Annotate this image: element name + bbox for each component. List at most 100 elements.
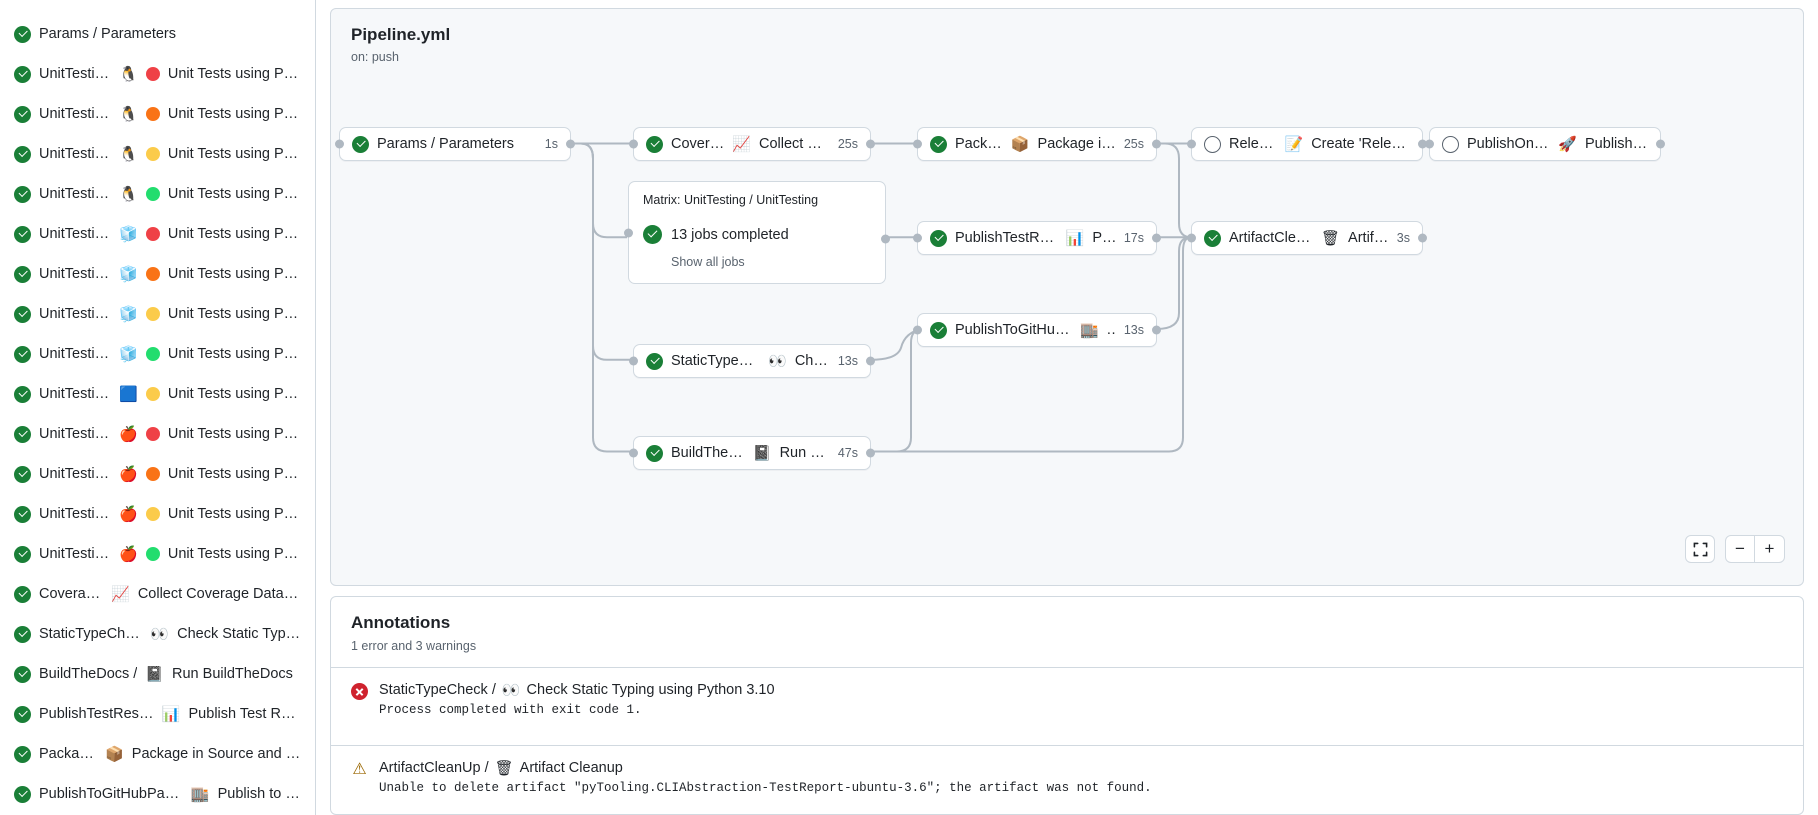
node-input-port — [629, 140, 638, 149]
sidebar-item[interactable]: BuildTheDocs / 📓Run BuildTheDocs — [4, 654, 311, 694]
annotations-panel: Annotations 1 error and 3 warnings Stati… — [330, 596, 1804, 815]
annotations-header: Annotations 1 error and 3 warnings — [331, 597, 1803, 653]
sidebar-item[interactable]: UnitTesting / 🧊Unit Tests using Pyth... — [4, 294, 311, 334]
sidebar-item[interactable]: UnitTesting / 🐧Unit Tests using Pyth... — [4, 174, 311, 214]
sidebar-item[interactable]: UnitTesting / 🐧Unit Tests using Pyth... — [4, 54, 311, 94]
fit-to-screen-button[interactable] — [1685, 535, 1715, 563]
graph-node-publishonpypi[interactable]: PublishOnPyPI / 🚀Publish to ... — [1429, 127, 1661, 161]
graph-canvas: Params / Parameters1sCoverage / 📈Collect… — [331, 9, 1803, 585]
os-icon: 🧊 — [119, 267, 138, 282]
node-output-port — [1152, 140, 1161, 149]
python-version-dot-icon — [146, 467, 160, 481]
sidebar-item[interactable]: StaticTypeCheck / 👀Check Static Typing..… — [4, 614, 311, 654]
python-version-dot-icon — [146, 187, 160, 201]
node-step-label: Artifac... — [1348, 230, 1389, 246]
graph-node-publishtestresults[interactable]: PublishTestResults / 📊Pu...17s — [917, 221, 1157, 255]
success-check-icon — [14, 466, 31, 483]
sidebar-item-label: UnitTesting / — [39, 506, 111, 522]
sidebar-item[interactable]: UnitTesting / 🧊Unit Tests using Pyth... — [4, 214, 311, 254]
success-check-icon — [14, 26, 31, 43]
sidebar-item[interactable]: UnitTesting / 🐧Unit Tests using Pyth... — [4, 94, 311, 134]
node-step-icon: 📈 — [732, 137, 751, 152]
graph-node-coverage[interactable]: Coverage / 📈Collect Cove...25s — [633, 127, 871, 161]
matrix-output-port — [881, 235, 890, 244]
python-version-dot-icon — [146, 147, 160, 161]
node-step-label: Pu... — [1092, 230, 1115, 246]
matrix-jobs-row[interactable]: 13 jobs completed — [643, 225, 871, 244]
node-duration: 1s — [545, 137, 558, 151]
graph-node-artifactcleanup[interactable]: ArtifactCleanUp / 🗑Artifac...3s — [1191, 221, 1423, 255]
success-check-icon — [14, 426, 31, 443]
success-check-icon — [14, 186, 31, 203]
matrix-jobs-completed: 13 jobs completed — [671, 227, 789, 243]
sidebar-item-label: UnitTesting / — [39, 306, 111, 322]
sidebar-item-step: Unit Tests using Pyth... — [168, 346, 301, 362]
node-step-icon: 📝 — [1285, 137, 1304, 152]
graph-node-statictypecheck[interactable]: StaticTypeCheck / 👀Chec...13s — [633, 344, 871, 378]
sidebar-item[interactable]: PublishTestResults / 📊Publish Test Resu.… — [4, 694, 311, 734]
sidebar-item[interactable]: UnitTesting / 🍎Unit Tests using Pyth... — [4, 454, 311, 494]
warning-triangle-glyph: ⚠ — [351, 761, 368, 778]
node-input-port — [335, 140, 344, 149]
zoom-out-button[interactable]: − — [1726, 536, 1755, 562]
graph-node-buildthedocs[interactable]: BuildTheDocs / 📓Run Buil...47s — [633, 436, 871, 470]
success-check-icon — [14, 346, 31, 363]
error-icon — [351, 683, 368, 700]
annotation-message: Process completed with exit code 1. — [379, 703, 775, 717]
node-step-label: Collect Cove... — [759, 136, 830, 152]
success-check-icon — [14, 226, 31, 243]
sidebar-item[interactable]: UnitTesting / 🍎Unit Tests using Pyth... — [4, 414, 311, 454]
node-job-label: BuildTheDocs / — [671, 445, 745, 461]
os-icon: 📦 — [105, 747, 124, 762]
success-check-icon — [14, 666, 31, 683]
annotation-row[interactable]: StaticTypeCheck / 👀Check Static Typing u… — [331, 667, 1803, 731]
graph-edges — [331, 9, 1803, 585]
success-check-icon — [14, 266, 31, 283]
graph-node-params[interactable]: Params / Parameters1s — [339, 127, 571, 161]
sidebar-item-step: Check Static Typing... — [177, 626, 301, 642]
os-icon: 🧊 — [119, 347, 138, 362]
sidebar-item[interactable]: UnitTesting / 🍎Unit Tests using Pyth... — [4, 494, 311, 534]
sidebar-item[interactable]: UnitTesting / 🍎Unit Tests using Pyth... — [4, 534, 311, 574]
sidebar-item[interactable]: PublishToGitHubPages / 🏬Publish to G... — [4, 774, 311, 814]
graph-node-package[interactable]: Package / 📦Package in So...25s — [917, 127, 1157, 161]
python-version-dot-icon — [146, 387, 160, 401]
success-check-icon — [14, 506, 31, 523]
show-all-jobs-link[interactable]: Show all jobs — [671, 255, 871, 269]
sidebar-item[interactable]: UnitTesting / 🐧Unit Tests using Pyth... — [4, 134, 311, 174]
os-icon: 🍎 — [119, 507, 138, 522]
sidebar-item-step: Unit Tests using Pyth... — [168, 266, 301, 282]
main-content: Pipeline.yml on: push — [316, 0, 1818, 815]
sidebar-item-label: UnitTesting / — [39, 466, 111, 482]
annotation-step-icon: 🗑 — [495, 761, 514, 776]
skipped-circle-icon — [1204, 136, 1221, 153]
os-icon: 📓 — [145, 667, 164, 682]
node-job-label: StaticTypeCheck / — [671, 353, 760, 369]
sidebar-item[interactable]: UnitTesting / 🧊Unit Tests using Pyth... — [4, 334, 311, 374]
annotation-job: StaticTypeCheck / — [379, 682, 496, 698]
os-icon: 📈 — [111, 587, 130, 602]
success-check-icon — [14, 746, 31, 763]
annotation-row[interactable]: ⚠ArtifactCleanUp / 🗑Artifact CleanupUnab… — [331, 745, 1803, 809]
sidebar-item[interactable]: UnitTesting / 🧊Unit Tests using Pyth... — [4, 254, 311, 294]
graph-node-release[interactable]: Release / 📝Create 'Release P... — [1191, 127, 1423, 161]
os-icon: 🏬 — [191, 787, 210, 802]
node-duration: 13s — [838, 354, 858, 368]
os-icon: 🐧 — [119, 147, 138, 162]
python-version-dot-icon — [146, 347, 160, 361]
node-input-port — [1425, 140, 1434, 149]
zoom-in-button[interactable]: + — [1755, 536, 1784, 562]
sidebar-item[interactable]: Package / 📦Package in Source and Wh... — [4, 734, 311, 774]
sidebar-item[interactable]: UnitTesting / 🟦Unit Tests using Pyth... — [4, 374, 311, 414]
node-input-port — [1187, 140, 1196, 149]
graph-node-publishtogithubpages[interactable]: PublishToGitHubPages / 🏬...13s — [917, 313, 1157, 347]
matrix-node[interactable]: Matrix: UnitTesting / UnitTesting 13 job… — [628, 181, 886, 284]
sidebar-item[interactable]: Params / Parameters — [4, 14, 311, 54]
sidebar-item-step: Package in Source and Wh... — [132, 746, 301, 762]
sidebar-item[interactable]: Coverage / 📈Collect Coverage Data usi... — [4, 574, 311, 614]
sidebar-item-step: Unit Tests using Pyth... — [168, 466, 301, 482]
node-duration: 13s — [1124, 323, 1144, 337]
success-check-icon — [646, 353, 663, 370]
success-check-icon — [14, 786, 31, 803]
os-icon: 👀 — [150, 627, 169, 642]
